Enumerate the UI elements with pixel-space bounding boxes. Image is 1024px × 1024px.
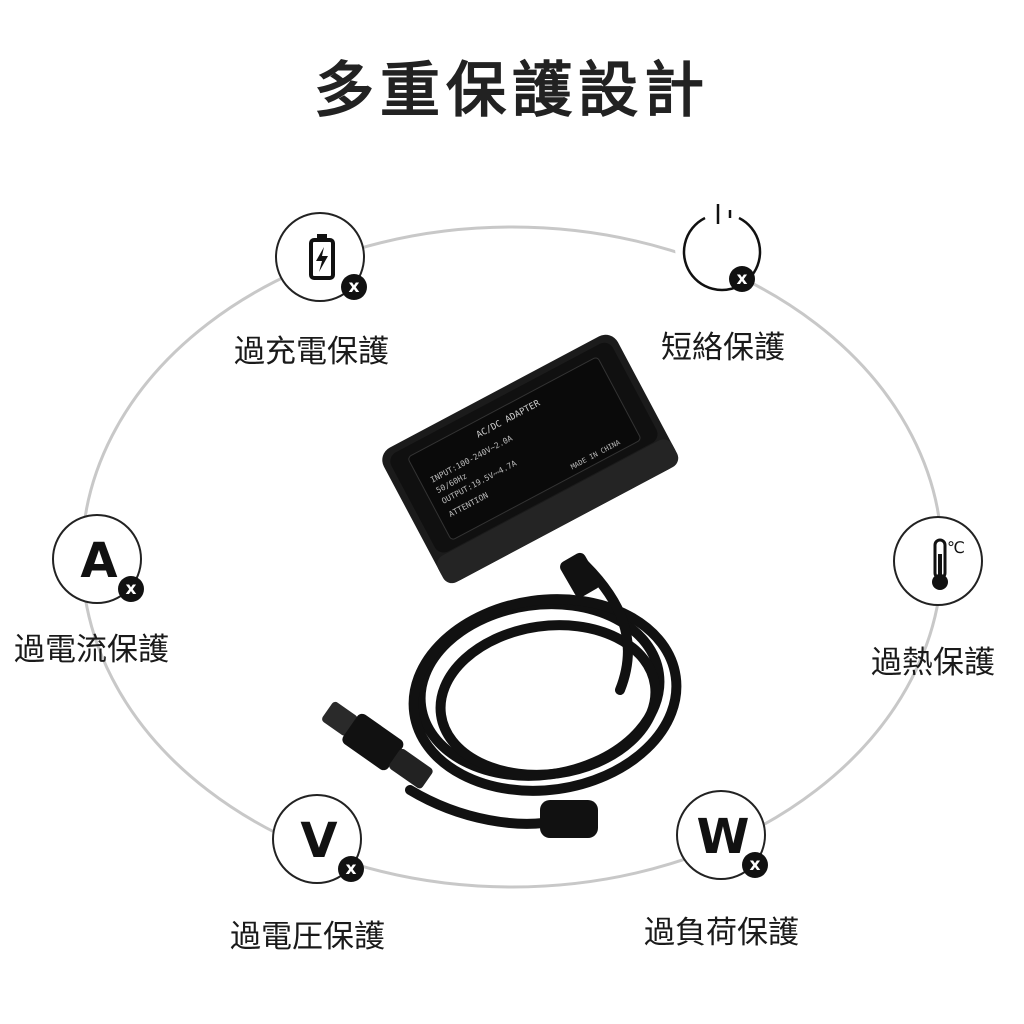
overload-label: 過負荷保護 — [644, 915, 799, 951]
overcurrent-label: 過電流保護 — [14, 632, 169, 668]
power-icon — [682, 204, 762, 292]
voltage-icon: V — [300, 813, 338, 869]
page-title: 多重保護設計 — [314, 56, 710, 126]
battery-icon — [309, 234, 335, 280]
celsius-unit: ℃ — [947, 538, 965, 557]
disabled-x-icon: x — [338, 856, 364, 882]
overcharge-badge: x — [275, 212, 367, 302]
thermometer-icon — [932, 538, 948, 590]
overload-badge: W x — [676, 790, 768, 880]
overheat-label: 過熱保護 — [871, 645, 995, 681]
overvoltage-badge: V x — [272, 794, 364, 884]
ampere-icon: A — [80, 533, 118, 589]
overcurrent-badge: A x — [52, 514, 144, 604]
short-circuit-label: 短絡保護 — [661, 330, 785, 366]
overvoltage-label: 過電圧保護 — [230, 919, 385, 955]
overheat-badge: ℃ — [893, 516, 983, 606]
disabled-x-icon: x — [341, 274, 367, 300]
disabled-x-icon: x — [742, 852, 768, 878]
short-circuit-badge: x — [675, 202, 765, 292]
watt-icon: W — [696, 809, 750, 865]
disabled-x-icon: x — [729, 266, 755, 292]
overcharge-label: 過充電保護 — [234, 334, 389, 370]
disabled-x-icon: x — [118, 576, 144, 602]
